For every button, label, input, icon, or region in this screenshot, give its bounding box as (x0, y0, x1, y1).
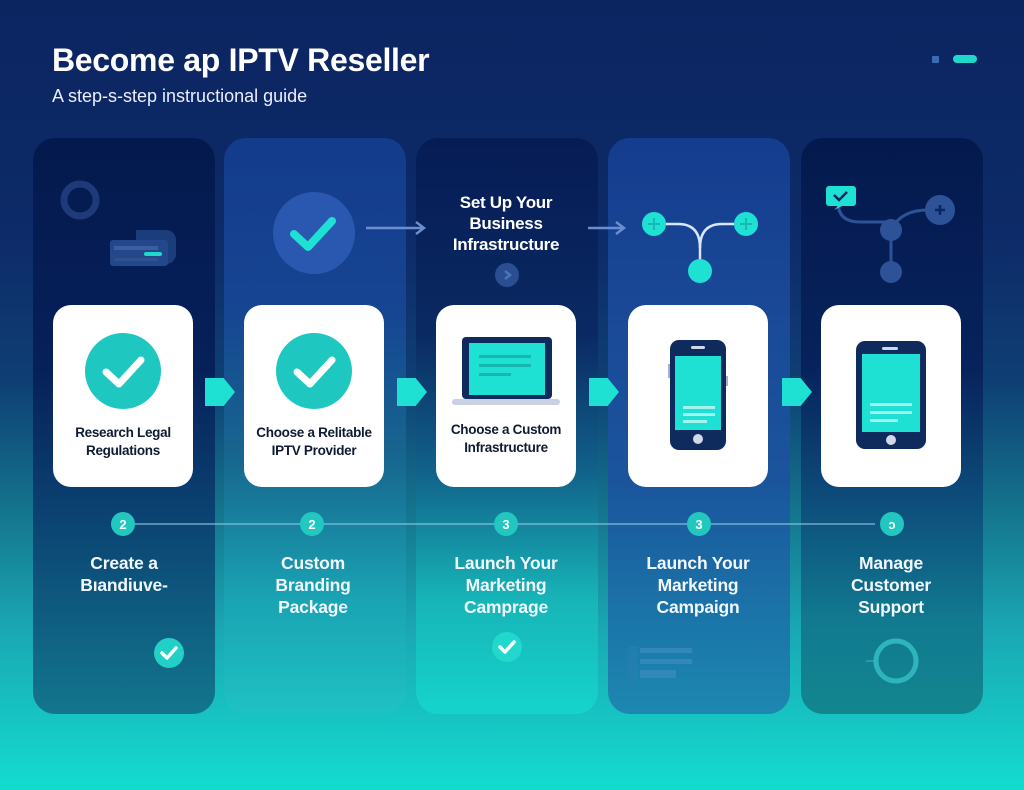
checkmark-circle-icon (85, 333, 161, 409)
infrastructure-heading: Set Up Your Business Infrastructure (452, 193, 560, 254)
step-title: Launch Your Marketing Camprage (454, 553, 558, 617)
text-lines-icon (628, 646, 692, 680)
card-custom-infrastructure[interactable]: Choose a Custom Infrastructure (436, 305, 576, 487)
step-number-badge: 3 (687, 512, 711, 536)
check-badge-icon (154, 638, 184, 668)
step-title: Custom Branding Package (275, 553, 351, 617)
smartphone-icon (668, 340, 728, 450)
play-circle-icon (495, 263, 519, 287)
checkmark-circle-icon (273, 192, 355, 274)
card-label: Choose a Custom Infrastructure (450, 422, 562, 455)
step-number-badge: 3 (494, 512, 518, 536)
page-title: Become ap IPTV Reseller (52, 42, 430, 78)
card-smartphone[interactable] (628, 305, 768, 487)
step-title: Create a Bıandiuve- (80, 553, 168, 595)
checkmark-circle-icon (276, 333, 352, 409)
branch-nodes-icon (642, 212, 758, 283)
arrow-right-icon (588, 221, 627, 235)
step-number-badge: 2 (300, 512, 324, 536)
card-research-legal[interactable]: Research Legal Regulations (53, 305, 193, 487)
card-tablet[interactable] (821, 305, 961, 487)
laptop-icon (452, 337, 560, 405)
card-label: Research Legal Regulations (75, 425, 171, 458)
page-subtitle: A step-s-step instructional guide (52, 86, 308, 106)
step-title: Launch Your Marketing Campaign (646, 553, 750, 617)
step-number-badge: ɔ (880, 512, 904, 536)
check-badge-icon (492, 632, 522, 662)
tablet-icon (856, 341, 926, 449)
card-choose-provider[interactable]: Choose a Relitable IPTV Provider (244, 305, 384, 487)
document-tag-icon (110, 230, 176, 266)
ring-icon (60, 180, 100, 220)
decor-dot (932, 56, 939, 63)
decor-bar (953, 55, 977, 63)
ring-icon (866, 638, 919, 684)
chat-check-network-icon (826, 186, 955, 283)
step-number-badge: 2 (111, 512, 135, 536)
card-label: Choose a Relitable IPTV Provider (256, 425, 372, 458)
arrow-right-icon (366, 221, 427, 235)
step-title: Manage Customer Support (850, 553, 932, 617)
